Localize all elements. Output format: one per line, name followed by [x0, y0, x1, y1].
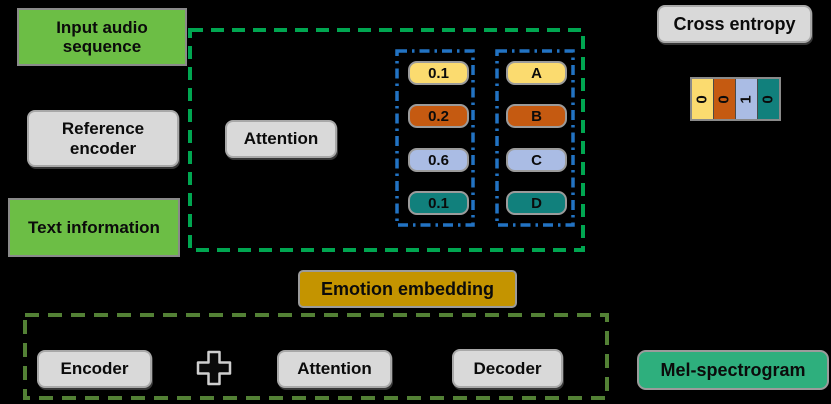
- attention-weight-chip: 0.1: [408, 191, 469, 215]
- add-icon: [196, 350, 232, 386]
- synthesis-module-dashed-border: [23, 313, 609, 400]
- emotion-tokens-dashed-border: [495, 49, 575, 227]
- node-encoder: Encoder: [37, 350, 152, 388]
- reference-module-dashed-border: [188, 28, 585, 252]
- node-mel-spectrogram: Mel-spectrogram: [637, 350, 829, 390]
- one-hot-cell: 0: [692, 79, 713, 119]
- node-emotion-embedding: Emotion embedding: [298, 270, 517, 308]
- node-input-audio-sequence: Input audio sequence: [17, 8, 187, 66]
- attention-weight-chip: 0.6: [408, 148, 469, 172]
- node-reference-encoder: Reference encoder: [27, 110, 179, 167]
- one-hot-cell: 0: [757, 79, 779, 119]
- attention-weight-chip: 0.2: [408, 104, 469, 128]
- one-hot-cell: 0: [713, 79, 735, 119]
- emotion-token-chip: C: [506, 148, 567, 172]
- emotion-token-chip: D: [506, 191, 567, 215]
- attention-weights-dashed-border: [395, 49, 475, 227]
- one-hot-cell: 1: [735, 79, 757, 119]
- node-attention-bottom: Attention: [277, 350, 392, 388]
- node-text-information: Text information: [8, 198, 180, 257]
- node-decoder: Decoder: [452, 349, 563, 388]
- emotion-token-chip: A: [506, 61, 567, 85]
- emotion-token-chip: B: [506, 104, 567, 128]
- one-hot-vector: 0 0 1 0: [690, 77, 781, 121]
- attention-weight-chip: 0.1: [408, 61, 469, 85]
- node-attention-top: Attention: [225, 120, 337, 158]
- node-cross-entropy: Cross entropy: [657, 5, 812, 43]
